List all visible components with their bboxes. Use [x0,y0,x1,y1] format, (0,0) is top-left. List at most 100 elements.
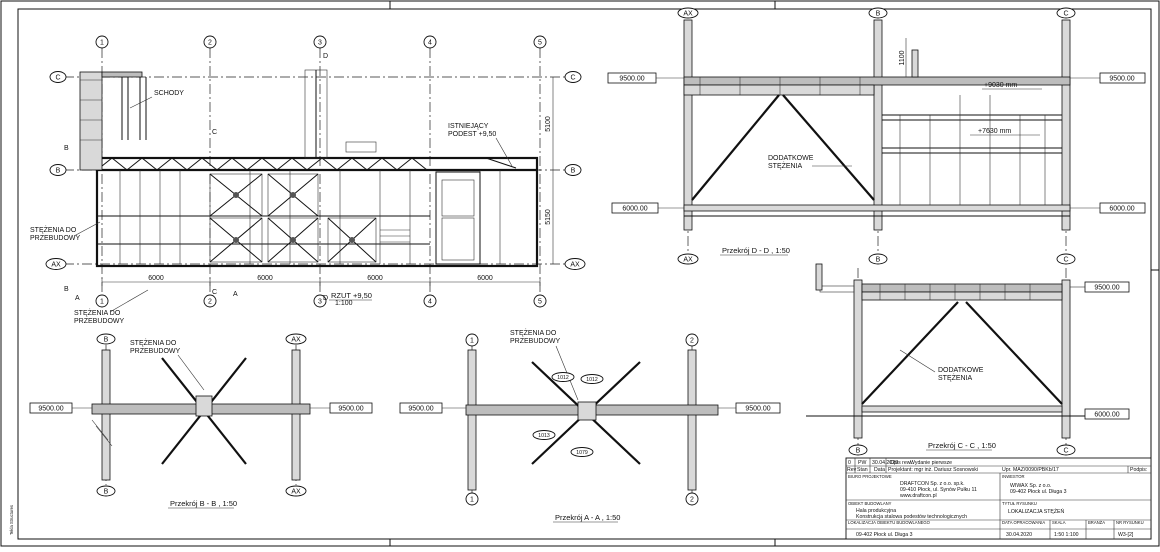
tytul-label: TYTUŁ RYSUNKU [1002,501,1037,506]
dim-x-4: 6000 [477,275,493,282]
cc-caption: Przekrój C - C , 1:50 [928,441,996,450]
biuro-3: www.draftcon.pl [900,493,937,499]
svg-text:6000.00: 6000.00 [622,206,647,213]
svg-text:AX: AX [570,262,580,269]
bb-label-2: PRZEBUDOWY [130,348,181,355]
svg-text:9500.00: 9500.00 [38,406,63,413]
rev-hdr-0: Rev [847,467,857,473]
rev-hdr-1: Stan [857,467,868,473]
bb-level-left: 9500.00 [29,402,92,414]
aa-label-2: PRZEBUDOWY [510,338,561,345]
marker-a-right: A [233,291,238,298]
svg-text:9500.00: 9500.00 [745,406,770,413]
aa-axis-1: 11 [465,333,479,506]
section-aa: 11 22 9500.00 9500.00 STĘŻENIA DO PRZEBU… [399,328,781,523]
label-stezenia-1: STĘŻENIA DO [30,225,77,234]
inwestor-label: INWESTOR [1002,474,1025,479]
svg-text:3: 3 [318,40,322,47]
dd-dim-b: +7630 mm [978,128,1011,135]
dd-axis-b: BB [868,7,888,265]
cc-label-2: STĘŻENIA [938,373,973,382]
label-istniejacy-1: ISTNIEJĄCY [448,123,489,130]
svg-text:1: 1 [470,497,474,504]
label-stezenia2-2: PRZEBUDOWY [74,318,125,325]
svg-text:2: 2 [690,338,694,345]
opis-value: Wydanie pierwsze [910,460,952,466]
dd-brace-left [691,94,780,201]
marker-c-bot: C [212,289,217,296]
axis-bubble-3: 33 [313,35,327,308]
cc-level-bot: 6000.00 [1084,408,1130,420]
bb-axis-b: BB [96,333,116,497]
svg-text:1: 1 [100,40,104,47]
aa-axis-2: 22 [685,333,699,506]
svg-text:B: B [876,11,881,18]
podpis: Podpis: [1130,467,1147,473]
svg-text:B: B [856,448,861,455]
axis-bubble-2: 22 [203,35,217,308]
svg-text:9500.00: 9500.00 [408,406,433,413]
biuro-1: DRAFTCON Sp. z o.o. sp.k. [900,481,965,487]
marker-d-top: D [323,53,328,60]
svg-text:2: 2 [208,40,212,47]
svg-text:B: B [876,257,881,264]
lok: 09-402 Płock ul. Długa 3 [856,532,913,538]
inwestor-2: 09-402 Płock ul. Długa 3 [1010,489,1067,495]
projektant: Projektant: mgr inż. Dariusz Sosnowski [888,467,978,473]
svg-text:9500.00: 9500.00 [619,76,644,83]
data-label: DATA OPRACOWANIA [1002,520,1045,525]
cc-level-top: 9500.00 [1070,281,1130,293]
obiekt-1: Hala produkcyjna [856,508,896,514]
svg-text:5: 5 [538,40,542,47]
svg-text:1012: 1012 [557,375,569,381]
svg-text:B: B [571,168,576,175]
marker-c-top: C [212,129,217,136]
biuro-label: BIURO PROJEKTOWE [848,474,892,479]
svg-text:C: C [55,75,60,82]
uprawnienia: Upr. MAZ/0090/PBKb/17 [1002,467,1059,473]
axis-bubble-5: 55 [533,35,547,308]
tytul: LOKALIZACJA STĘŻEŃ [1008,508,1064,515]
svg-text:AX: AX [291,489,301,496]
rev-row-2: 30.04.2020 [872,460,898,466]
aa-level-left: 9500.00 [399,402,466,414]
rev-hdr-2: Data [874,467,885,473]
data-value: 30.04.2020 [1006,532,1032,538]
opis-label: Opis rew.: [890,460,913,466]
marker-d-bot: D [323,295,328,302]
marker-a-left: A [75,295,80,302]
svg-text:1: 1 [100,299,104,306]
inwestor-1: WIWAX Sp. z o.o. [1010,483,1051,489]
dim-y-1: 5100 [545,116,552,132]
dd-level-top-right: 9500.00 [1070,72,1146,84]
cc-axis-c: C [1056,444,1076,456]
nr-value: W3-[2] [1118,532,1134,538]
svg-text:1012: 1012 [586,377,598,383]
rev-row-1: PW [858,460,866,466]
svg-text:1079: 1079 [576,450,588,456]
branza-label: BRANŻA [1088,520,1105,525]
svg-text:AX: AX [51,262,61,269]
dd-axis-c: CC [1056,7,1076,265]
dd-caption: Przekrój D - D , 1:50 [722,246,790,255]
bracing-panels [209,173,377,263]
svg-text:B: B [104,489,109,496]
dd-dim-a: +9030 mm [984,82,1017,89]
dim-x-3: 6000 [367,275,383,282]
side-label: Tekla Structures [9,505,14,535]
aa-label-1: STĘŻENIA DO [510,328,557,337]
svg-text:4: 4 [428,299,432,306]
svg-text:1013: 1013 [538,433,550,439]
dd-dim-v: 1100 [899,50,906,65]
svg-text:5: 5 [538,299,542,306]
cc-label-1: DODATKOWE [938,367,984,374]
dd-label-1: DODATKOWE [768,155,814,162]
label-istniejacy-2: PODEST +9,50 [448,131,496,138]
aa-level-right: 9500.00 [718,402,781,414]
plan-scale: 1:100 [335,300,353,307]
